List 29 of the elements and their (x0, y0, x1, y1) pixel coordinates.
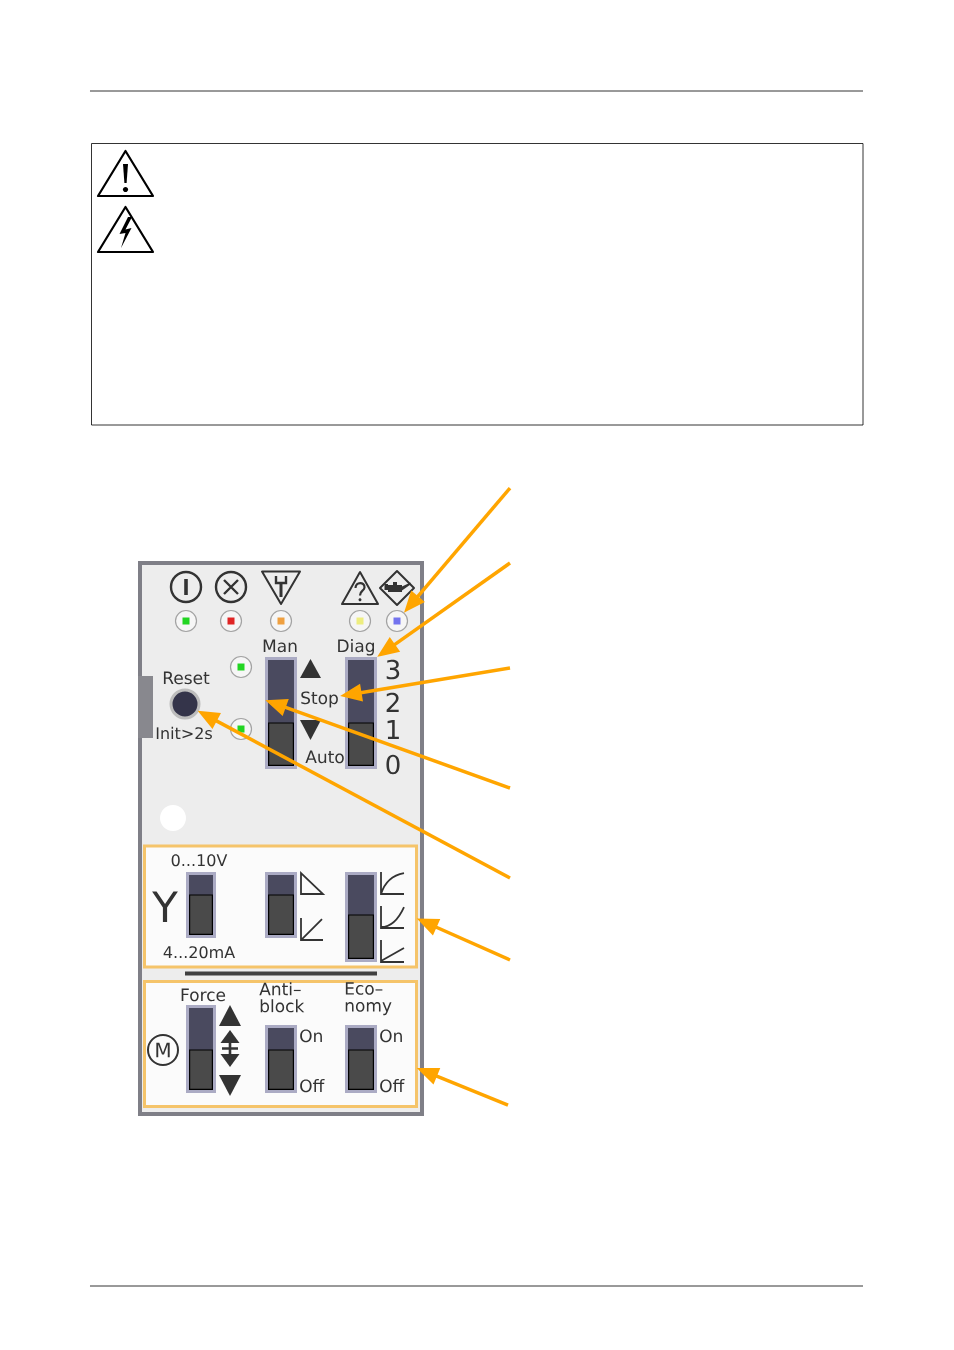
indicator-lamp (269, 609, 293, 633)
switch-label: Off (300, 1079, 325, 1093)
indicator-lamp (174, 609, 198, 633)
indicator-lamp (229, 717, 253, 741)
switch-label: Force (181, 988, 226, 1002)
range-label: 4...20mA (163, 946, 235, 959)
indicator-lamp (348, 609, 372, 633)
push-button (169, 688, 201, 720)
indicator-lamp (219, 609, 243, 633)
button-label: Reset (163, 671, 210, 685)
switch-label: On (380, 1029, 402, 1043)
button-label: Init>2s (156, 726, 212, 740)
switch-label: On (300, 1029, 322, 1043)
switch-label: Diag (338, 639, 374, 656)
switch-label: Off (380, 1079, 405, 1093)
position-number: 3 (386, 659, 400, 680)
signal-letter: Y (152, 891, 178, 922)
position-number: 1 (387, 720, 399, 739)
switch-label: Eco– nomy (345, 982, 392, 1016)
slide-switch (345, 657, 377, 769)
position-number: 2 (386, 692, 399, 712)
indicator-lamp (229, 655, 253, 679)
indicator-lamp (385, 609, 409, 633)
switch-label: Stop (301, 691, 338, 708)
range-label: 0...10V (171, 854, 228, 867)
switch-label: Auto (305, 750, 344, 764)
position-number: 0 (386, 754, 400, 775)
switch-label: Man (263, 639, 297, 653)
switch-label: Anti– block (259, 982, 305, 1013)
